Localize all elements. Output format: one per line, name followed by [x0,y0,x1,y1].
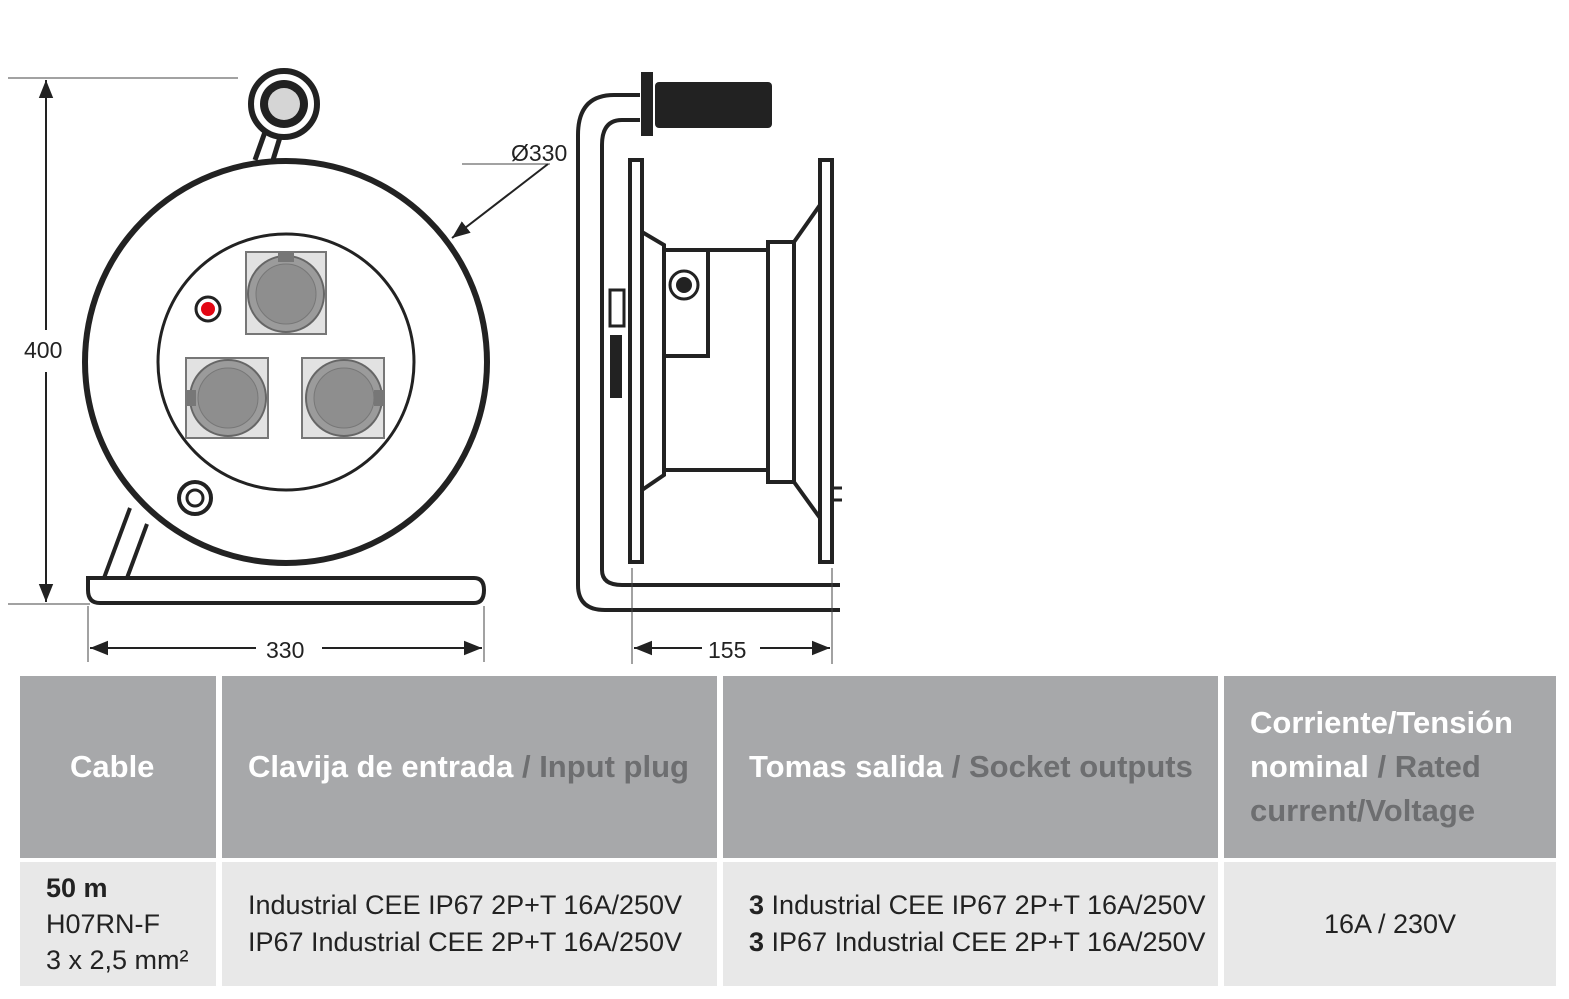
header-rated-en-1: Rated [1394,749,1481,784]
dimension-width: 330 [87,606,485,663]
spec-header-row: Cable Clavija de entrada / Input plug To… [20,676,1556,858]
header-outputs-en: Socket outputs [968,749,1193,784]
cell-socket-outputs: 3 Industrial CEE IP67 2P+T 16A/250V 3 IP… [723,862,1218,986]
input-line-1: Industrial CEE IP67 2P+T 16A/250V [248,890,683,920]
technical-drawing: 400 330 Ø330 155 [8,68,842,664]
front-view [82,68,490,605]
header-rated-es-2: nominal [1250,749,1369,784]
spec-row: 50 m H07RN-F 3 x 2,5 mm² Industrial CEE … [20,862,1556,986]
socket-top [245,251,327,335]
header-socket-outputs: Tomas salida / Socket outputs [723,676,1218,858]
header-input-en: Input plug [539,749,689,784]
output-qty-2: 3 [749,927,765,957]
socket-right [301,357,385,439]
output-line-2: IP67 Industrial CEE 2P+T 16A/250V [771,927,1206,957]
cell-input-plug: Industrial CEE IP67 2P+T 16A/250V IP67 I… [222,862,717,986]
dimension-width-label: 330 [266,637,304,663]
header-rated-en-2: current/Voltage [1250,793,1476,828]
cable-section: 3 x 2,5 mm² [46,945,189,975]
indicator-light [194,295,222,323]
socket-left [185,357,269,439]
rated-value: 16A / 230V [1323,908,1457,939]
thermal-reset-button [177,480,213,516]
dimension-height-label: 400 [24,337,62,363]
dimension-diameter-label: Ø330 [511,140,567,166]
dimension-diameter: Ø330 [451,140,567,239]
header-input-plug: Clavija de entrada / Input plug [222,676,717,858]
front-handle [248,68,320,161]
input-line-2: IP67 Industrial CEE 2P+T 16A/250V [248,927,683,957]
dimension-height: 400 [8,77,238,605]
dimension-depth: 155 [631,568,833,664]
header-input-es: Clavija de entrada [248,749,514,784]
front-stand [86,507,487,605]
header-cable: Cable [20,676,216,858]
side-view [576,72,842,612]
output-qty-1: 3 [749,890,765,920]
header-rated: Corriente/Tensión nominal / Rated curren… [1224,676,1556,858]
header-rated-es-1: Corriente/Tensión [1250,705,1513,740]
output-line-1: Industrial CEE IP67 2P+T 16A/250V [771,890,1206,920]
cell-rated: 16A / 230V [1224,862,1556,986]
cable-type: H07RN-F [46,909,161,939]
spec-table: Cable Clavija de entrada / Input plug To… [14,672,1562,990]
dimension-depth-label: 155 [708,637,746,663]
cell-cable: 50 m H07RN-F 3 x 2,5 mm² [20,862,216,986]
side-handle-grip [655,82,772,128]
cable-length: 50 m [46,873,108,903]
header-outputs-es: Tomas salida [749,749,944,784]
